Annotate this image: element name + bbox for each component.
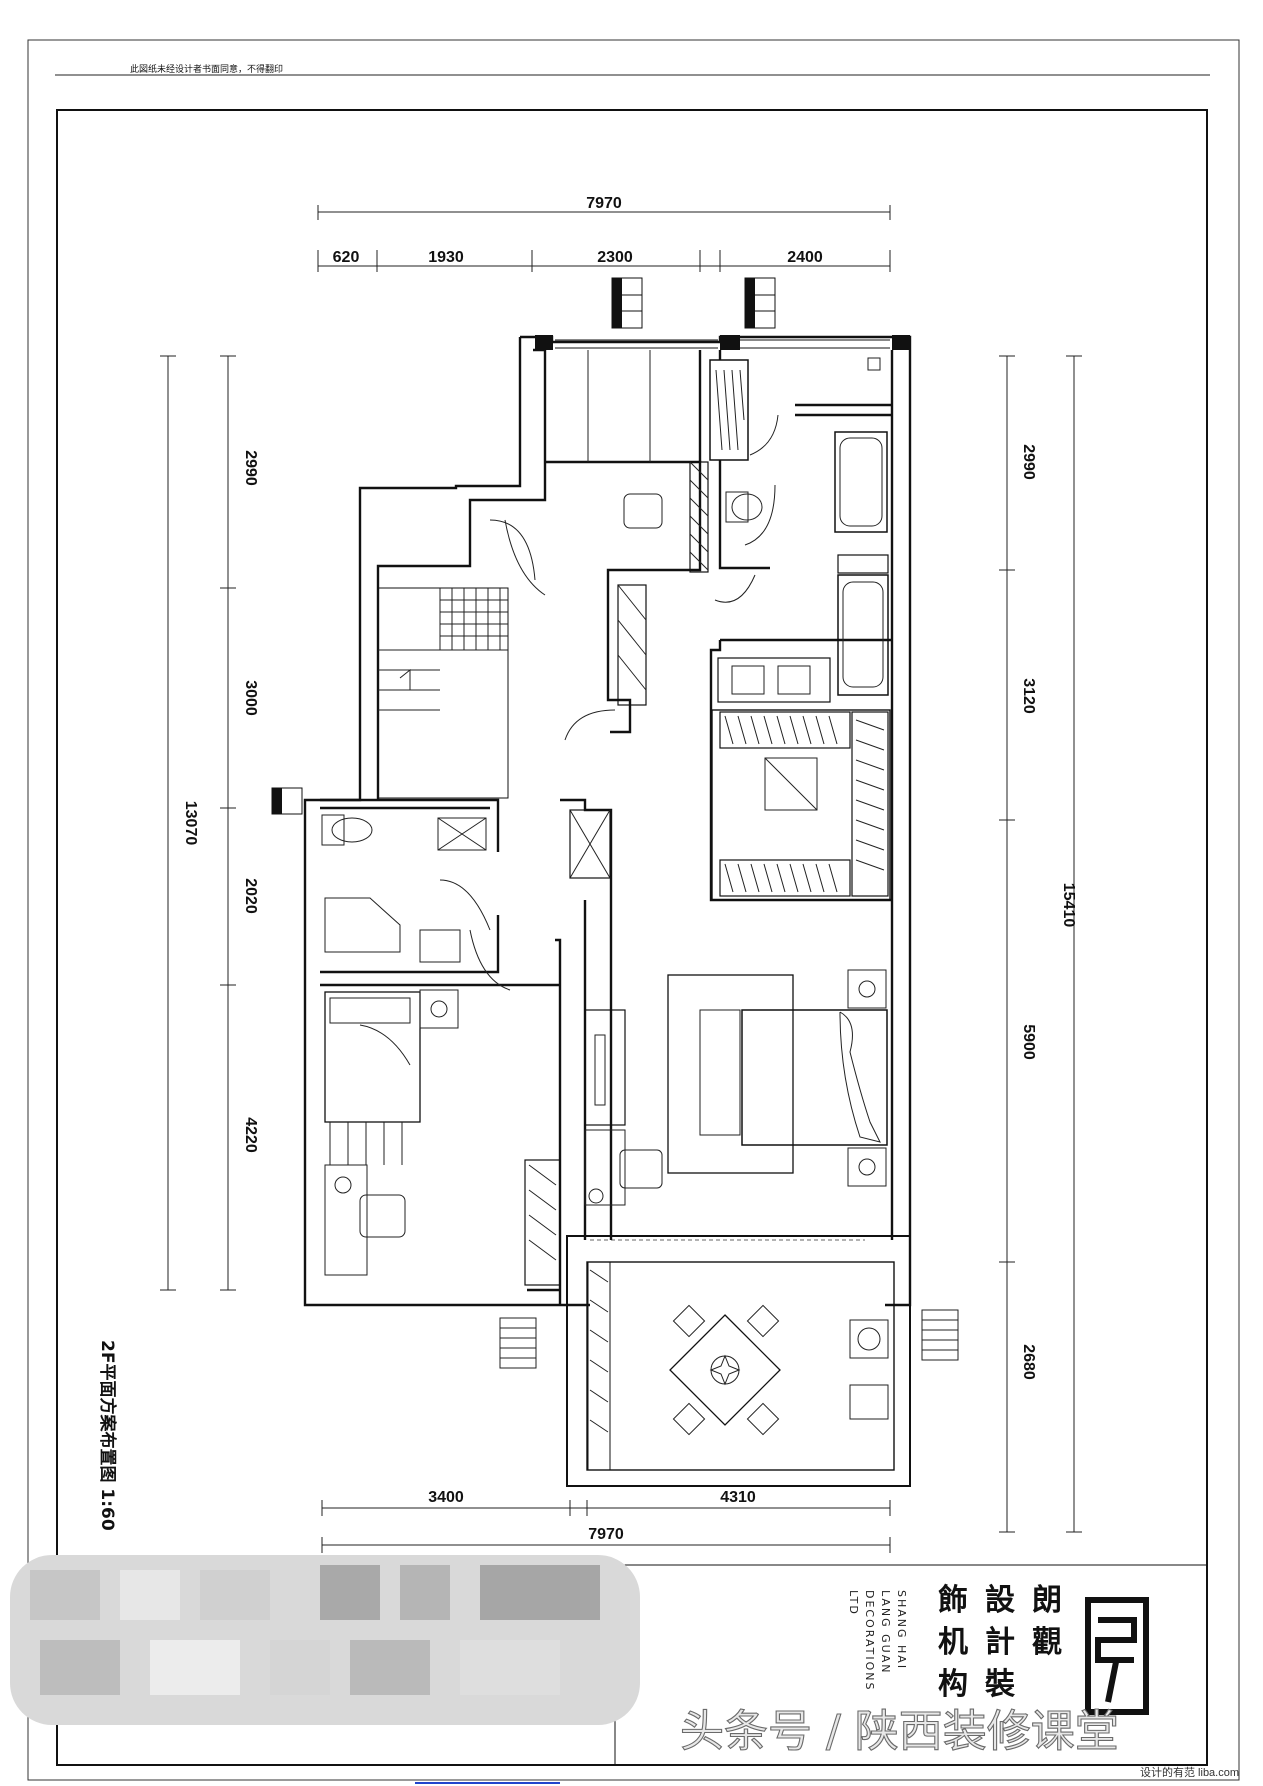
dim-right-segment-1: 2990 [1020, 444, 1037, 480]
bottom-dimension-lines [321, 1500, 891, 1553]
sheet-outer-border [27, 39, 1240, 1781]
dim-top-segment-3: 2300 [597, 249, 633, 266]
dim-top-segment-2: 1930 [428, 249, 464, 266]
right-dimension-lines [999, 355, 1082, 1533]
dim-right-segment-3: 5900 [1020, 1024, 1037, 1060]
wardrobe-top [709, 359, 749, 461]
walk-in-closet [711, 709, 891, 901]
exterior-walls [303, 335, 912, 1487]
master-bed [584, 969, 888, 1206]
door-swings [439, 414, 779, 991]
logo-char-4: 計 [985, 1625, 1015, 1660]
dim-top-total: 7970 [586, 195, 622, 212]
logo-char-7: 机 [938, 1625, 968, 1660]
top-dimension-lines [317, 205, 891, 272]
logo-char-3: 設 [985, 1583, 1015, 1618]
drawing-frame [56, 109, 1208, 1766]
dim-top-segment-1: 620 [333, 249, 360, 266]
interior-walls [320, 350, 892, 1305]
company-logo [1085, 1597, 1149, 1715]
logo-char-5: 裝 [985, 1667, 1016, 1702]
dim-left-segment-3: 2020 [242, 878, 259, 914]
dim-left-total: 13070 [182, 801, 199, 846]
lower-bathroom [321, 814, 487, 963]
study-desk-top [587, 350, 709, 573]
logo-char-1: 朗 [1032, 1583, 1062, 1618]
dim-left-segment-1: 2990 [242, 450, 259, 486]
second-bedroom [324, 989, 561, 1286]
dim-top-segment-4: 2400 [787, 249, 823, 266]
plan-title: 2F平面方案布置图 1:60 [97, 1340, 118, 1531]
toilet-top [725, 491, 763, 523]
logo-english-2: LANG GUAN [879, 1590, 892, 1674]
double-vanity [717, 657, 831, 703]
logo-char-2: 觀 [1032, 1625, 1062, 1660]
balcony-dining-set [587, 1261, 889, 1471]
bathtub-middle [837, 554, 889, 696]
blurred-region [10, 1555, 640, 1725]
corridor-cabinet [569, 584, 647, 879]
exterior-ac-units [499, 1309, 959, 1369]
dim-right-segment-4: 2680 [1020, 1344, 1037, 1380]
bathtub-top [834, 431, 888, 533]
window-tag-2 [744, 277, 776, 329]
window-tag-3 [271, 787, 303, 815]
watermark-text: 头条号 / 陕西装修课堂 [680, 1706, 1119, 1757]
dim-bottom-segment-2: 4310 [720, 1489, 756, 1506]
logo-mark-icon [1085, 1597, 1149, 1715]
dim-bottom-total: 7970 [588, 1526, 624, 1543]
dim-bottom-segment-1: 3400 [428, 1489, 464, 1506]
dim-right-total: 15410 [1060, 883, 1077, 928]
logo-english-3: DECORATIONS [863, 1590, 876, 1691]
corner-shaft [867, 357, 881, 371]
logo-english-4: LTD [847, 1590, 860, 1616]
dim-left-segment-4: 4220 [242, 1117, 259, 1153]
window-tag-1 [611, 277, 643, 329]
staircase [377, 587, 509, 799]
logo-char-8: 构 [938, 1667, 968, 1702]
header-note: 此図纸未经设计者书面同意，不得翻印 [130, 63, 283, 74]
dim-left-segment-2: 3000 [242, 680, 259, 716]
site-tag: 设计的有范 liba.com [1140, 1765, 1239, 1779]
dim-right-segment-2: 3120 [1020, 678, 1037, 714]
logo-char-6: 飾 [938, 1583, 968, 1618]
left-dimension-lines [160, 355, 236, 1291]
logo-english-1: SHANG HAI [895, 1590, 908, 1670]
